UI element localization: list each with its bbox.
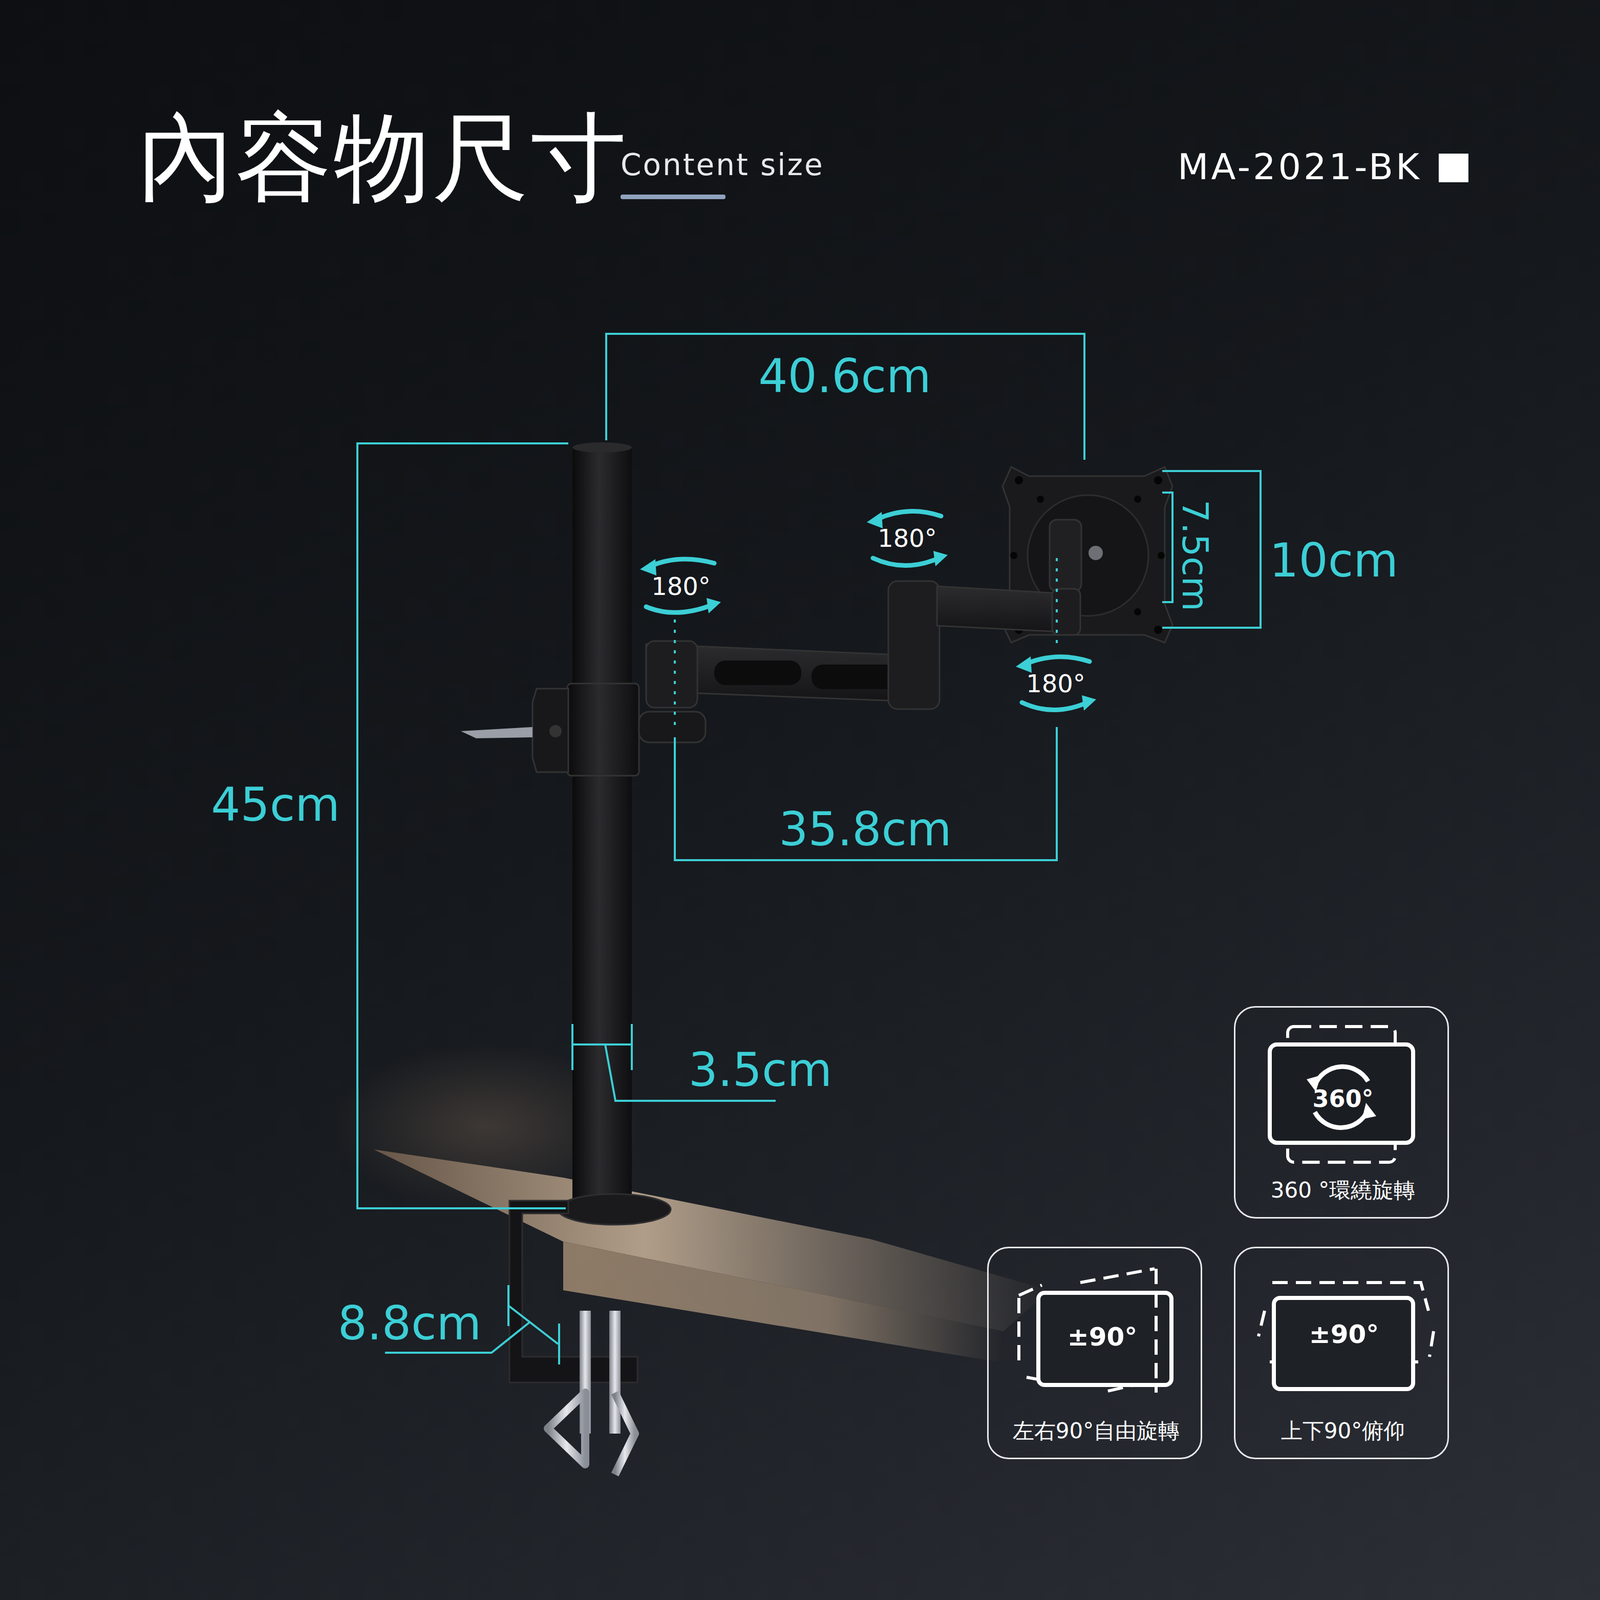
- feature-card: 360° 360 °環繞旋轉: [1233, 1006, 1449, 1219]
- dimension-label: 45cm: [210, 778, 340, 832]
- icon-label: 360°: [1312, 1085, 1374, 1113]
- dimension-label: 8.8cm: [337, 1296, 482, 1351]
- feature-card: ±90° 左右90°自由旋轉: [987, 1246, 1203, 1460]
- dimension-label: 10cm: [1269, 534, 1399, 588]
- rotation-label: 180°: [877, 524, 937, 553]
- subtitle: Content size: [620, 147, 825, 183]
- dimension-label: 7.5cm: [1174, 499, 1216, 612]
- model-number: MA-2021-BK: [1177, 146, 1422, 188]
- icon-label: ±90°: [1067, 1323, 1138, 1352]
- card-caption: 左右90°自由旋轉: [1012, 1419, 1180, 1443]
- rotation-label: 180°: [651, 572, 711, 601]
- dimension-label: 40.6cm: [758, 349, 932, 403]
- dimension-label: 3.5cm: [688, 1043, 832, 1097]
- rotation-label: 180°: [1026, 669, 1086, 698]
- feature-card: ±90° 上下90°俯仰: [1233, 1246, 1449, 1460]
- card-caption: 360 °環繞旋轉: [1270, 1178, 1416, 1203]
- card-caption: 上下90°俯仰: [1281, 1419, 1405, 1443]
- page-title: 內容物尺寸: [137, 102, 629, 213]
- dimension-label: 35.8cm: [778, 802, 952, 857]
- icon-label: ±90°: [1309, 1320, 1379, 1349]
